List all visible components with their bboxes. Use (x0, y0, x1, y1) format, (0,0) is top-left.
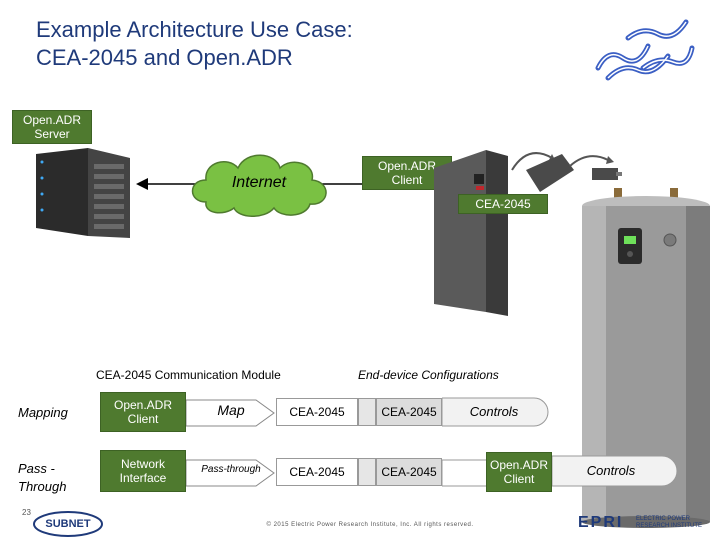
row-1-map-arrow-icon (186, 399, 275, 427)
row-2-network-interface-box: Network Interface (100, 450, 186, 492)
epri-tagline-line-1: ELECTRIC POWER (636, 516, 691, 522)
client-box-line-2: Client (391, 173, 423, 187)
row-1-arrow-label: Map (217, 402, 245, 418)
title-line-1: Example Architecture Use Case: (36, 17, 353, 42)
row-1-box1-line-2: Client (127, 412, 159, 426)
communication-module-device-icon (434, 150, 574, 316)
row-2-end-line-1: Open.ADR (489, 458, 549, 472)
row-2-arrow-label: Pass-through (201, 464, 261, 475)
server-rack-icon (36, 148, 130, 238)
cea2045-top-box: CEA-2045 (458, 194, 548, 214)
module-heading: CEA-2045 Communication Module (96, 368, 281, 382)
row-1-cea2045-device-box: CEA-2045 (376, 398, 442, 426)
plug-module-icon (569, 155, 622, 180)
row-2-connector-icon (358, 458, 376, 486)
slide-number: 23 (22, 508, 31, 517)
row-1-end-label: Controls (469, 404, 519, 419)
internet-label: Internet (231, 174, 287, 191)
epri-logo: EPRI (578, 514, 624, 531)
row-2-box1-line-2: Interface (119, 471, 167, 485)
subnet-logo-icon (33, 511, 103, 537)
row-1-label-line-1: Mapping (18, 405, 68, 420)
row-2-label-line-1: Pass - (18, 461, 55, 476)
row-2-box1-line-1: Network (120, 457, 165, 471)
row-2-openadr-client-box: Open.ADR Client (486, 452, 552, 492)
subnet-logo-text: SUBNET (45, 518, 91, 530)
row-label-pass-through: Pass - Through (18, 460, 98, 496)
client-box-line-1: Open.ADR (377, 159, 437, 173)
row-2-label-line-2: Through (18, 479, 67, 494)
row-1-openadr-client-box: Open.ADR Client (100, 392, 186, 432)
row-1-box1-line-1: Open.ADR (113, 398, 173, 412)
row-1-connector-icon (358, 398, 376, 426)
row-1-controls-pill-icon (442, 397, 549, 427)
row-1-cea2045-module-box: CEA-2045 (276, 398, 358, 426)
row-2-extra-label: Controls (586, 463, 636, 478)
page-title: Example Architecture Use Case: CEA-2045 … (36, 16, 576, 72)
internet-cloud-icon (191, 154, 327, 217)
server-box-line-1: Open.ADR (22, 113, 82, 127)
server-box-line-2: Server (34, 127, 70, 141)
decorative-logo-icon (595, 19, 695, 81)
config-heading: End-device Configurations (358, 368, 499, 382)
row-2-end-line-2: Client (503, 472, 535, 486)
row-2-cea2045-device-box: CEA-2045 (376, 458, 442, 486)
copyright: © 2015 Electric Power Research Institute… (266, 522, 474, 528)
row-2-pass-through-arrow-icon (186, 459, 275, 487)
subnet-logo: SUBNET (30, 510, 106, 538)
title-line-2: CEA-2045 and Open.ADR (36, 45, 293, 70)
epri-tagline-line-2: RESEARCH INSTITUTE (636, 523, 703, 529)
row-label-mapping: Mapping (18, 404, 98, 422)
row-2-controls-pill-icon (552, 455, 678, 487)
row-2-cea2045-module-box: CEA-2045 (276, 458, 358, 486)
openadr-server-box: Open.ADR Server (12, 110, 92, 144)
epri-tagline: ELECTRIC POWER RESEARCH INSTITUTE (636, 516, 712, 530)
